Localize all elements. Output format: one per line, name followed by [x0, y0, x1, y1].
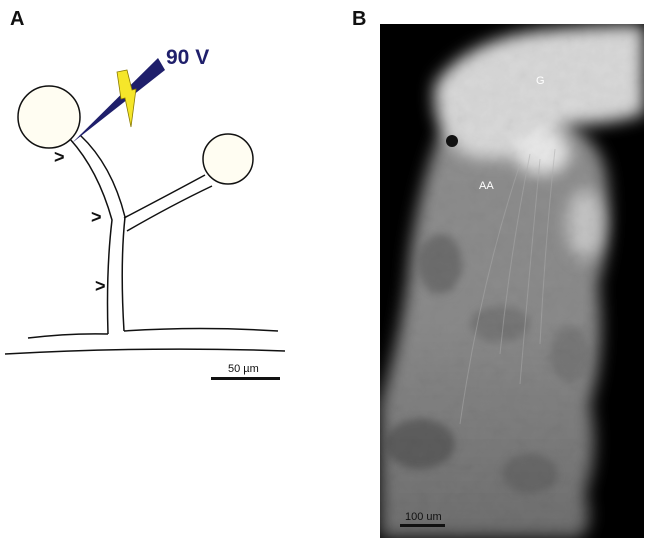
image-grain: [380, 24, 644, 538]
arrowhead-marker: >: [91, 207, 102, 227]
neuron-schematic: 90 V > > > 50 µm: [4, 46, 286, 380]
trunk-outline-right: [79, 134, 126, 332]
scale-bar-label-b: 100 um: [405, 511, 442, 523]
scale-bar-label-a: 50 µm: [228, 363, 259, 375]
cell-body-stimulated: [17, 85, 81, 149]
scale-bar-a: [211, 377, 280, 380]
branch-outline-lower: [126, 185, 213, 232]
trunk-outline-left: [69, 138, 113, 335]
micrograph-image: G AA 100 um: [380, 24, 644, 538]
surface-line-upper: [27, 333, 109, 339]
cell-body-branch: [202, 133, 254, 185]
arrowhead-marker: >: [54, 147, 65, 167]
panel-a-label: A: [10, 8, 25, 30]
voltage-label: 90 V: [166, 46, 209, 69]
surface-line-upper-right: [123, 327, 279, 332]
scale-bar-b: [400, 524, 445, 527]
stimulation-electrode: [72, 58, 165, 143]
dark-spot: [446, 135, 458, 147]
micrograph-panel: G AA 100 um: [380, 24, 644, 538]
surface-line-lower: [4, 348, 286, 355]
arrowhead-marker: >: [95, 276, 106, 296]
region-label-aa: AA: [479, 180, 494, 192]
branch-outline-upper: [123, 174, 206, 219]
panel-b-label: B: [352, 8, 367, 30]
lightning-bolt-icon: [116, 69, 137, 128]
region-label-g: G: [536, 75, 545, 87]
